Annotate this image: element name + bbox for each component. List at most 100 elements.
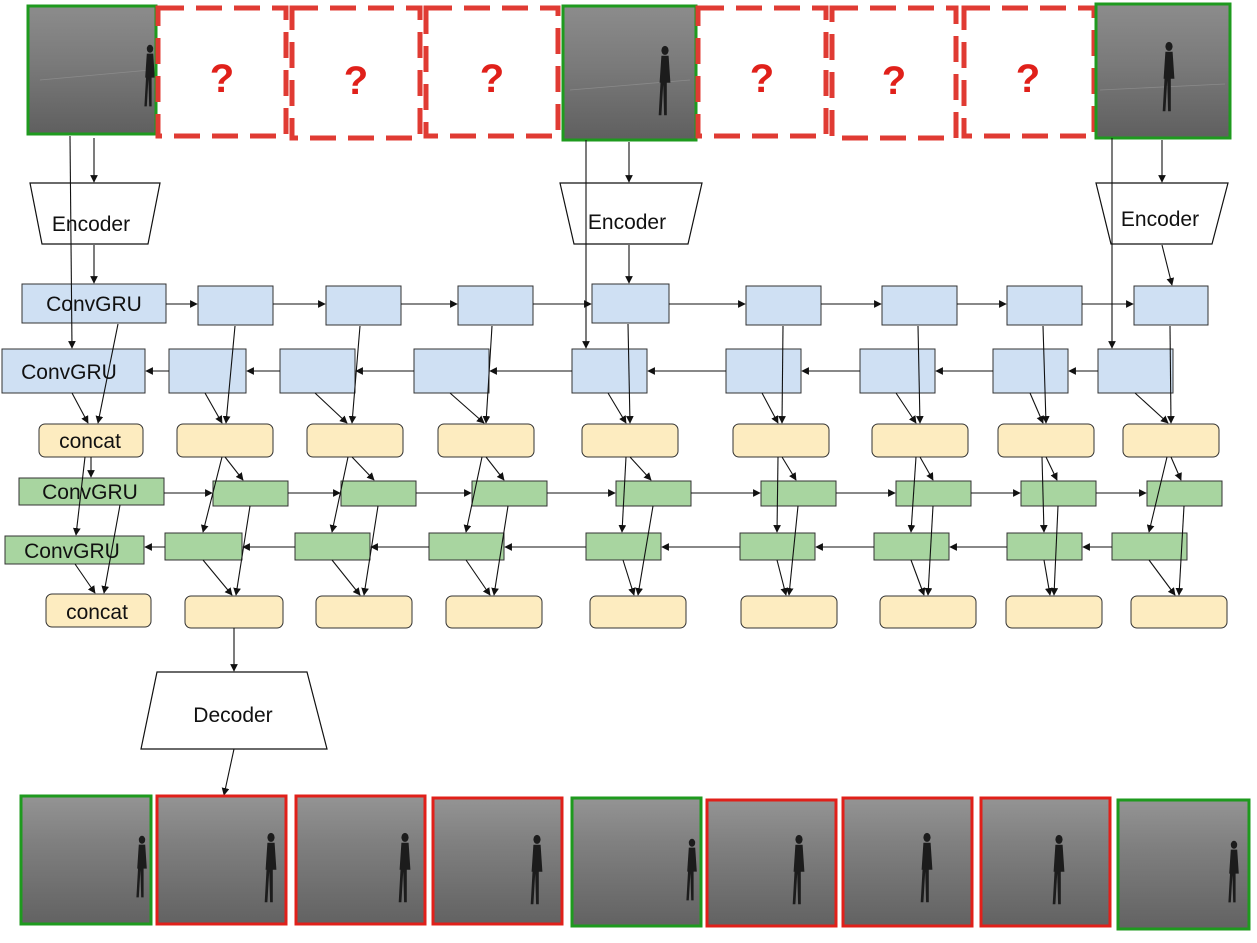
decoder-backward-convgru-block	[4, 535, 145, 565]
first-concat-block	[1122, 423, 1220, 458]
input-frame-missing-6: ?	[961, 5, 1097, 139]
output-frame-known-3	[1116, 798, 1251, 931]
decoder-backward-convgru-block	[739, 532, 816, 561]
decoder-forward-convgru-block	[212, 480, 289, 507]
encoder-1: Encoder	[29, 182, 161, 245]
question-mark: ?	[480, 57, 504, 101]
block-label: ConvGRU	[21, 361, 117, 384]
output-frame-generated-3	[431, 796, 564, 926]
decoder-forward-convgru-block	[1146, 480, 1223, 507]
encoder-backward-convgru-row: ConvGRU	[1, 348, 1174, 394]
output-frame-generated-2	[294, 794, 427, 926]
first-concat-block	[306, 423, 404, 458]
encoder-backward-convgru-block	[859, 348, 936, 394]
first-concat-block	[997, 423, 1095, 458]
block-label: Encoder	[52, 213, 130, 236]
first-concat-block	[176, 423, 274, 458]
encoder-forward-convgru-block	[745, 285, 822, 326]
second-concat-block	[184, 595, 284, 629]
encoder-backward-convgru-block	[571, 348, 648, 394]
output-frame-known-2	[570, 796, 703, 928]
second-concat-block	[1130, 595, 1228, 629]
input-frame-missing-1: ?	[155, 5, 289, 139]
encoder-3: Encoder	[1095, 182, 1229, 245]
decoder-forward-convgru-block	[18, 477, 165, 506]
second-concat-block	[315, 595, 413, 629]
output-frame-generated-4	[705, 798, 838, 928]
first-concat-block	[732, 423, 830, 458]
block-label: Encoder	[588, 211, 666, 234]
decoder-backward-convgru-block	[294, 532, 371, 561]
second-concat-block	[740, 595, 838, 629]
block-label: ConvGRU	[24, 540, 120, 563]
decoder-forward-convgru-row: ConvGRU	[18, 477, 1223, 507]
decoder-backward-convgru-block	[1111, 532, 1188, 561]
second-concat-block	[45, 593, 152, 628]
block-label: concat	[66, 601, 128, 624]
encoder-forward-convgru-block	[325, 285, 402, 326]
encoder-forward-convgru-block	[21, 283, 167, 324]
question-mark: ?	[750, 57, 774, 101]
question-mark: ?	[344, 59, 368, 103]
output-frames-row	[19, 794, 1251, 931]
decoder-forward-convgru-block	[1020, 480, 1097, 507]
second-concat-block	[879, 595, 977, 629]
first-concat-block	[581, 423, 679, 458]
connection-arrows	[68, 135, 1185, 796]
encoder-forward-convgru-block	[1133, 285, 1209, 326]
encoder-backward-convgru-block	[168, 348, 247, 394]
encoder-forward-convgru-block	[457, 285, 534, 326]
decoder-backward-convgru-block	[164, 532, 243, 561]
block-label: ConvGRU	[42, 481, 138, 504]
first-concat-row: concat	[38, 423, 1220, 458]
output-frame-generated-1	[155, 794, 288, 926]
encoder-backward-convgru-block	[1097, 348, 1174, 394]
question-mark: ?	[210, 57, 234, 101]
second-concat-block	[1005, 595, 1103, 629]
encoder-backward-convgru-block	[725, 348, 802, 394]
second-concat-block	[445, 595, 543, 629]
question-mark: ?	[1016, 57, 1040, 101]
encoder-2: Encoder	[559, 182, 703, 245]
input-frame-known-1	[26, 4, 158, 136]
decoder-forward-convgru-block	[471, 480, 548, 507]
input-frame-missing-4: ?	[695, 5, 829, 139]
decoder-backward-convgru-block	[585, 532, 662, 561]
second-concat-row: concat	[45, 593, 1228, 629]
decoder-forward-convgru-block	[340, 480, 417, 507]
first-concat-block	[871, 423, 969, 458]
encoder-forward-convgru-row: ConvGRU	[21, 283, 1209, 326]
output-frame-generated-6	[979, 796, 1112, 928]
block-label: concat	[59, 430, 121, 453]
encoder-backward-convgru-block	[413, 348, 490, 394]
output-frame-generated-5	[841, 796, 974, 928]
first-concat-block	[437, 423, 535, 458]
block-label: Decoder	[193, 704, 272, 727]
input-frame-known-3	[1094, 2, 1232, 140]
decoder-forward-convgru-block	[895, 480, 972, 507]
input-frame-missing-5: ?	[829, 5, 959, 141]
input-frame-known-2	[561, 4, 698, 142]
input-frames-row: ? ? ? ? ? ?	[26, 2, 1232, 142]
decoder: Decoder	[140, 671, 328, 750]
second-concat-block	[589, 595, 687, 629]
encoder-forward-convgru-block	[197, 285, 274, 326]
question-mark: ?	[882, 59, 906, 103]
block-label: Encoder	[1121, 208, 1199, 231]
output-frame-known-1	[19, 794, 153, 926]
block-label: ConvGRU	[46, 293, 142, 316]
decoder-forward-convgru-block	[615, 480, 692, 507]
encoder-forward-convgru-block	[881, 285, 958, 326]
encoder-forward-convgru-block	[1006, 285, 1083, 326]
encoder-forward-convgru-block	[591, 283, 670, 324]
encoder-backward-convgru-block	[279, 348, 356, 394]
decoder-backward-convgru-block	[873, 532, 950, 561]
input-frame-missing-3: ?	[423, 5, 561, 139]
input-frame-missing-2: ?	[289, 5, 423, 141]
encoder-backward-convgru-block	[1, 348, 146, 394]
encoder-backward-convgru-block	[992, 348, 1069, 394]
decoder-backward-convgru-block	[428, 532, 505, 561]
decoder-backward-convgru-block	[1006, 532, 1083, 561]
decoder-forward-convgru-block	[760, 480, 837, 507]
